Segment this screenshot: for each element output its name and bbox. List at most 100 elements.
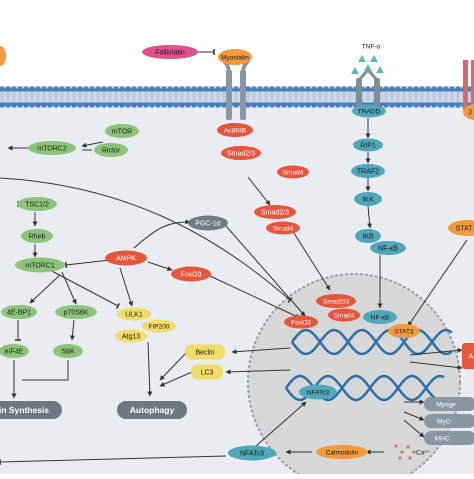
nucleus-to-right-target-2 bbox=[409, 361, 463, 370]
ulk1-node-label: ULK1 bbox=[125, 311, 143, 318]
left-edge-ligand bbox=[0, 46, 6, 66]
stat-node-right-label: STAT bbox=[456, 225, 474, 232]
rip1-node: RIP1 bbox=[353, 138, 383, 152]
protein-synthesis-box-label: in Synthesis bbox=[0, 405, 49, 415]
fip200-node-label: FIP200 bbox=[149, 323, 170, 330]
mtor-to-mtorc2 bbox=[81, 141, 104, 148]
beclin-node-label: Beclin bbox=[195, 349, 214, 356]
mtorc1-inhibits-ulk1 bbox=[49, 269, 121, 310]
mtor-node-label: mTOR bbox=[112, 128, 132, 135]
nfkb-node-nucleus: NF-κB bbox=[363, 310, 397, 324]
dna-helix-upper bbox=[290, 328, 453, 356]
stat-node-right: STAT bbox=[448, 220, 474, 236]
cell-membrane bbox=[0, 86, 474, 108]
lc3-node: LC3 bbox=[191, 364, 223, 380]
foxo3-node-cytoplasm-label: FoxO3 bbox=[180, 271, 201, 278]
ampk-to-pgc1a bbox=[133, 219, 191, 249]
4ebp1-node-label: 4E-BP1 bbox=[7, 309, 31, 316]
ikk-to-ikb bbox=[367, 205, 373, 229]
tradd-node: TRADD bbox=[352, 104, 386, 118]
mtor-node: mTOR bbox=[105, 124, 139, 138]
stat-to-nucleus bbox=[407, 239, 468, 327]
myod-node: MyO bbox=[424, 414, 474, 428]
ikb-node: IKB bbox=[355, 229, 381, 243]
foxo3-to-nucleus bbox=[209, 275, 301, 319]
right-target-red: A bbox=[462, 343, 474, 369]
traf2-node: TRAF2 bbox=[351, 164, 385, 178]
smad23-node-nucleus-label: Smad2/3 bbox=[323, 298, 349, 305]
actriib-node: ActRIIB bbox=[217, 123, 253, 137]
nucleus-to-beclin bbox=[231, 347, 291, 355]
4ebp1-node: 4E-BP1 bbox=[1, 305, 37, 319]
tsc12-node: TSC1/2 bbox=[17, 197, 57, 211]
s6k-node: S6K bbox=[53, 344, 83, 358]
rheb-node: Rheb bbox=[21, 229, 53, 243]
akt-inhibits-foxo3 bbox=[0, 177, 293, 303]
nfkb-node: NF-κB bbox=[370, 241, 406, 255]
eif4e-node-label: eIF4E bbox=[5, 348, 24, 355]
tnf-alpha-label: TNF-α bbox=[362, 43, 381, 50]
ampk-inhibits-mtorc1 bbox=[64, 259, 111, 269]
myod-node-label: MyO bbox=[437, 418, 451, 425]
right-edge-partial-node-label: J bbox=[468, 109, 472, 116]
pgc1a-node-label: PGC-1α bbox=[195, 220, 220, 227]
mhc-node-label: MHC bbox=[435, 435, 450, 442]
nfatc3-node-nucleus-label: NFATc3 bbox=[307, 389, 330, 396]
smad4-node-nucleus: Smad4 bbox=[328, 308, 360, 322]
smad23-node-top: Smad2/3 bbox=[221, 146, 261, 160]
nfatc3-bottom-inhibit bbox=[0, 455, 227, 466]
autophagy-box-label: Autophagy bbox=[130, 405, 175, 415]
beclin-node: Beclin bbox=[185, 344, 225, 360]
p70s6k-node-label: p70S6K bbox=[64, 309, 89, 316]
smad4-node-top-label: Smad4 bbox=[283, 169, 304, 176]
follistatin-node: Follistatin bbox=[142, 45, 198, 59]
right-edge-receptor bbox=[463, 60, 474, 110]
tnf-alpha-label-label: TNF-α bbox=[362, 43, 381, 50]
s6k-to-synthesis bbox=[22, 360, 69, 381]
rheb-node-label: Rheb bbox=[29, 233, 46, 240]
myostatin-node: Myostatin bbox=[218, 49, 252, 65]
lc3-to-autophagy bbox=[159, 371, 193, 387]
myostatin-node-label: Myostatin bbox=[221, 54, 249, 61]
smad23-node-complex: Smad2/3 bbox=[254, 205, 296, 219]
nfatc3-node-cytoplasm-label: NFATc3 bbox=[240, 450, 264, 457]
tnf-alpha-molecules bbox=[351, 55, 384, 74]
myogenin-node-label: Myoge bbox=[436, 401, 456, 408]
nfatc3-node-nucleus: NFATc3 bbox=[299, 384, 337, 400]
traf2-node-label: TRAF2 bbox=[357, 168, 379, 175]
fip200-node: FIP200 bbox=[142, 319, 176, 333]
ikk-node-label: IKK bbox=[362, 196, 374, 203]
tradd-node-label: TRADD bbox=[358, 108, 381, 115]
atg13-node: Atg13 bbox=[115, 329, 147, 343]
nucleus-to-right-target-1 bbox=[409, 347, 463, 356]
rictor-node: Rictor bbox=[94, 143, 128, 157]
eif4e-node: eIF4E bbox=[0, 344, 29, 358]
calmodulin-node: Calmodulin bbox=[316, 445, 368, 459]
atg13-node-label: Atg13 bbox=[122, 333, 140, 340]
ikb-node-label: IKB bbox=[362, 233, 374, 240]
autophagy-box: Autophagy bbox=[117, 401, 187, 419]
mtorc2-node: mTORC2 bbox=[28, 141, 76, 155]
lc3-node-label: LC3 bbox=[201, 369, 214, 376]
ikk-node: IKK bbox=[354, 192, 382, 206]
mhc-node: MHC bbox=[424, 431, 474, 445]
pathway-connectors bbox=[0, 49, 468, 466]
calcium-label: Ca²⁺ bbox=[416, 449, 430, 456]
smad23-node-nucleus: Smad2/3 bbox=[316, 294, 356, 308]
mtorc2-node-label: mTORC2 bbox=[37, 145, 67, 152]
ulk1-to-autophagy bbox=[147, 341, 153, 397]
mtorc1-node: mTORC1 bbox=[15, 257, 65, 273]
stat3-node-nucleus-label: STAT3 bbox=[394, 328, 414, 335]
protein-synthesis-box: in Synthesis bbox=[0, 401, 62, 419]
nucleus-to-mhc bbox=[403, 419, 425, 438]
right-edge-partial-node: J bbox=[463, 104, 474, 120]
foxo3-node-nucleus-label: FoxO3 bbox=[291, 319, 311, 326]
actriib-node-label: ActRIIB bbox=[224, 127, 246, 134]
ampk-to-foxo3 bbox=[147, 261, 173, 271]
nfatc3-to-nucleus bbox=[255, 401, 307, 447]
nfatc3-node-cytoplasm: NFATc3 bbox=[228, 445, 276, 461]
ampk-node: AMPK bbox=[105, 250, 147, 266]
foxo3-node-cytoplasm: FoxO3 bbox=[171, 266, 211, 282]
